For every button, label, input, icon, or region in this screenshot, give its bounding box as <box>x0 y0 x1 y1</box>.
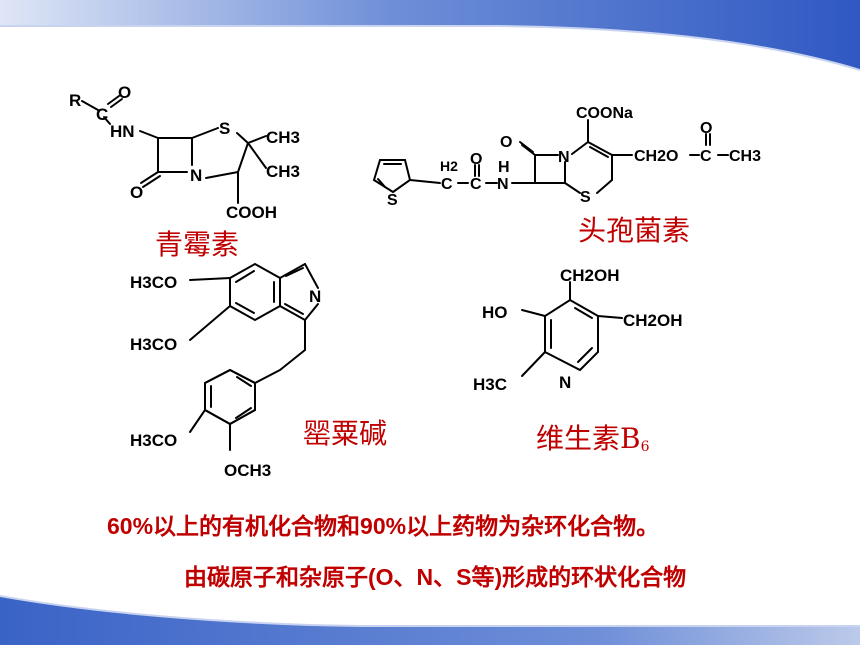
methoxy-label-3: H3CO <box>130 431 177 450</box>
amide-nitrogen-label: N <box>497 176 509 193</box>
ester-oxygen-label: O <box>700 120 712 137</box>
methoxy-label-4: OCH3 <box>224 461 271 480</box>
lactam-oxygen-label: O <box>130 183 143 202</box>
caption-line-2: 由碳原子和杂原子(O、N、S等)形成的环状化合物 <box>184 564 687 590</box>
amide-carbon-label: C <box>470 176 482 193</box>
hydroxymethyl-label-right: CH2OH <box>623 311 683 330</box>
caption-line-1: 60%以上的有机化合物和90%以上药物为杂环化合物。 <box>107 513 660 539</box>
penicillin-name: 青霉素 <box>155 228 239 261</box>
nitrogen-atom-label: N <box>309 287 321 306</box>
nitrogen-atom-label: N <box>190 166 202 185</box>
hydroxyl-label: HO <box>482 303 508 322</box>
methyleneoxy-label: CH2O <box>634 148 678 165</box>
methoxy-label-1: H3CO <box>130 273 177 292</box>
carbon-atom-label: C <box>96 105 108 124</box>
vitamin-b6-name: 维生素B6 <box>536 422 650 455</box>
cephalosporin-name: 头孢菌素 <box>578 214 690 247</box>
vitamin-b6-structure: CH2OH HO CH2OH H3C N <box>473 266 683 394</box>
amide-hydrogen-label: H <box>498 159 510 176</box>
papaverine-name: 罂粟碱 <box>303 417 387 450</box>
bottom-banner <box>0 595 860 645</box>
methoxy-label-2: H3CO <box>130 335 177 354</box>
sulfur-atom-label: S <box>219 119 230 138</box>
top-banner <box>0 0 860 71</box>
carboxyl-label: COOH <box>226 203 277 222</box>
amine-label: HN <box>110 122 135 141</box>
nitrogen-atom-label: N <box>558 149 570 166</box>
methyl-label-top: CH3 <box>266 128 300 147</box>
amide-oxygen-label: O <box>470 151 482 168</box>
vitamin-b6-subscript: 6 <box>641 439 650 455</box>
methyl-label-bottom: CH3 <box>266 162 300 181</box>
pyridine-nitrogen-label: N <box>559 373 571 392</box>
methylene-carbon-label: C <box>441 176 453 193</box>
cephalosporin-structure: COONa O N S CH2O O C CH3 H2 C O C H N S <box>372 105 761 209</box>
lactam-oxygen-label: O <box>500 134 512 151</box>
papaverine-structure: H3CO H3CO N H3CO OCH3 <box>130 262 321 480</box>
penicillin-structure: R O C HN S CH3 CH3 N O COOH <box>69 83 300 222</box>
vitamin-b6-name-main: 维生素B <box>536 422 641 455</box>
oxygen-atom-label: O <box>118 83 131 102</box>
acetyl-methyl-label: CH3 <box>729 148 761 165</box>
methylene-h2-label: H2 <box>440 158 458 174</box>
methyl-label: H3C <box>473 375 507 394</box>
hydroxymethyl-label-top: CH2OH <box>560 266 620 285</box>
r-group-label: R <box>69 91 81 110</box>
ring-sulfur-label: S <box>580 189 591 206</box>
ester-carbon-label: C <box>700 148 712 165</box>
sodium-carboxylate-label: COONa <box>576 105 633 122</box>
thiophene-sulfur-label: S <box>387 192 398 209</box>
